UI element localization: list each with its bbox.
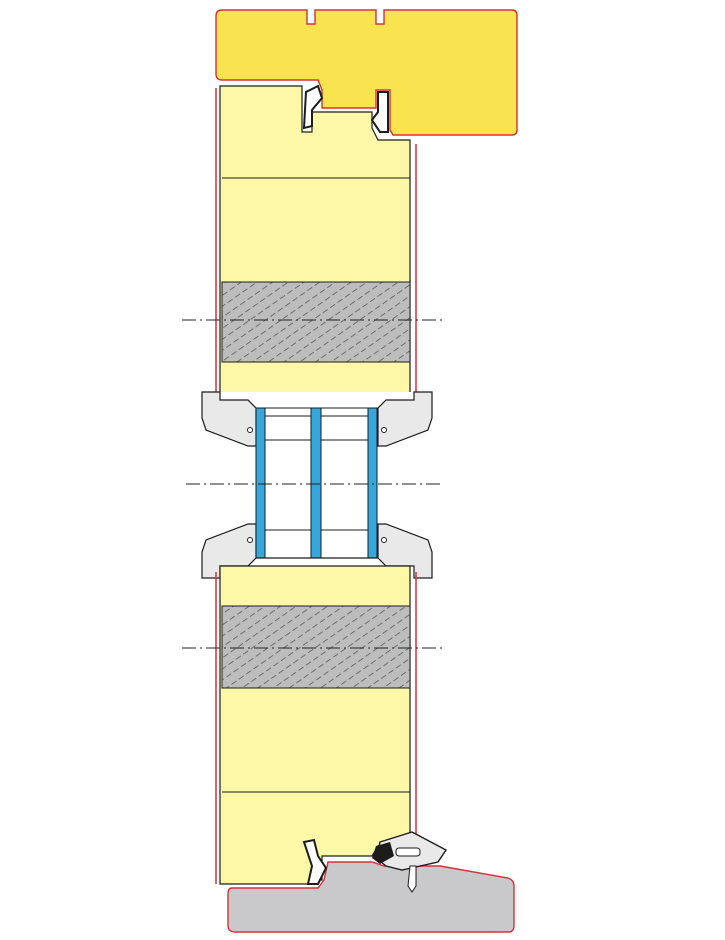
glazing-bead-upper-right — [377, 391, 433, 447]
seal-gasket-bottom-right — [372, 842, 394, 864]
insulation-lower — [221, 605, 411, 689]
screw-fastener-3 — [247, 537, 253, 543]
insulation-upper — [221, 281, 411, 363]
glass-pane-center — [310, 407, 322, 559]
seal-gasket-top-right — [370, 91, 389, 133]
glass-pane-left — [255, 407, 266, 559]
screw-fastener-2 — [381, 427, 387, 433]
threshold — [227, 861, 515, 933]
centerline-dashdot-group — [182, 319, 444, 649]
seal-gasket-bottom-left — [302, 838, 328, 885]
screw-fastener-4 — [381, 537, 387, 543]
seal-gasket-top-left — [302, 84, 324, 130]
glazing-bead-lower-right — [377, 523, 433, 579]
screw-fastener-1 — [247, 427, 253, 433]
glass-pane-right — [367, 407, 378, 559]
top-frame — [215, 9, 518, 136]
